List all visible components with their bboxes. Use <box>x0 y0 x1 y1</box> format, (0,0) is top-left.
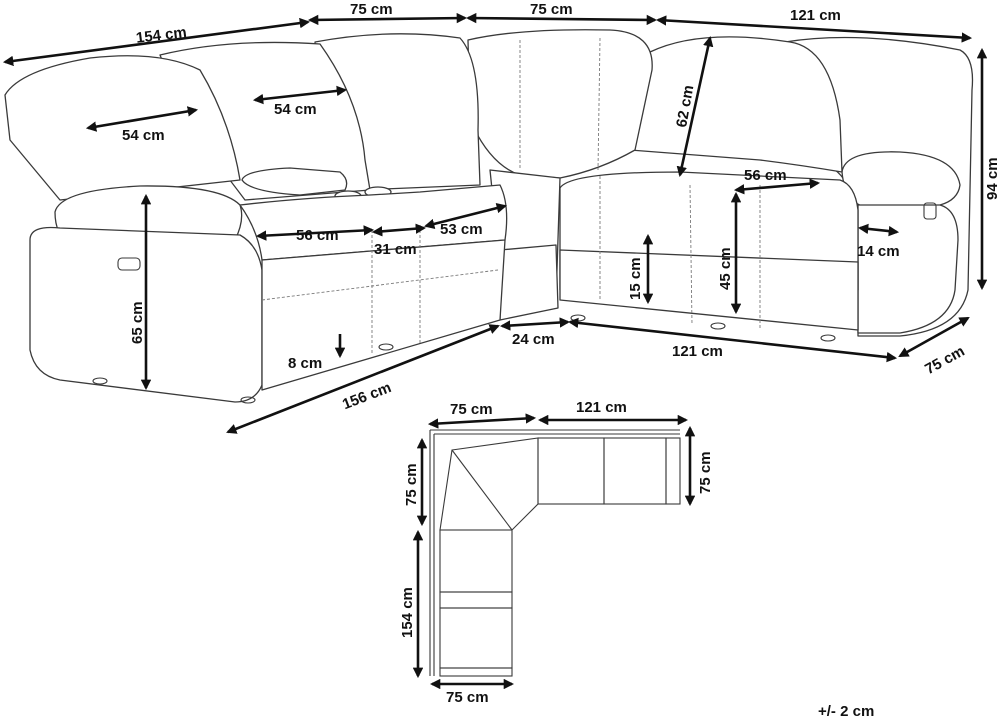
label-base-clearance: 15 cm <box>627 257 644 300</box>
label-armrest-width: 14 cm <box>857 243 900 260</box>
arrow-right-depth <box>898 316 970 358</box>
plan-right-seat-1 <box>537 437 605 505</box>
corner-front <box>499 244 559 321</box>
label-second-seat-width: 54 cm <box>274 101 317 118</box>
label-plan-right-depth: 75 cm <box>697 451 714 494</box>
label-right-depth: 75 cm <box>922 343 967 378</box>
arrow-corner-front <box>499 317 571 331</box>
label-corner-front: 24 cm <box>512 331 555 348</box>
arrow-front-left <box>226 324 500 434</box>
arrow-front-right <box>567 317 898 363</box>
floor-plan <box>429 429 681 677</box>
label-top-right: 121 cm <box>790 7 841 24</box>
foot <box>710 322 726 330</box>
plan-left-arm <box>439 667 513 677</box>
arrow-left-seat-depth <box>255 225 375 241</box>
arrow-second-seat <box>252 85 348 105</box>
arrow-top-center-left <box>307 12 468 26</box>
arrow-right-seat-depth <box>733 178 821 195</box>
foot <box>92 377 108 385</box>
console <box>241 167 348 196</box>
label-plan-corner-top: 75 cm <box>450 401 493 418</box>
dimension-arrows <box>2 12 988 434</box>
foot <box>570 314 586 322</box>
right-armrest-front <box>857 204 959 334</box>
foot <box>820 334 836 342</box>
corner-back <box>467 29 653 179</box>
right-seat-back <box>628 36 843 173</box>
arrow-backrest-height <box>676 35 714 178</box>
plan-dimension-arrows <box>412 413 696 690</box>
label-leg-height: 8 cm <box>288 355 322 372</box>
arrow-left-seat <box>85 106 199 132</box>
arrow-top-right <box>655 15 973 43</box>
left-recline-button-icon <box>117 257 141 271</box>
label-top-center-left: 75 cm <box>350 1 393 18</box>
arrow-top-left <box>2 17 311 67</box>
plan-corner-diagonal <box>451 449 513 531</box>
label-arm-height: 65 cm <box>129 301 146 344</box>
label-left-seat-width: 54 cm <box>122 127 165 144</box>
tolerance-note: +/- 2 cm <box>818 703 874 720</box>
plan-right-seat-2 <box>603 437 667 505</box>
plan-left-seat-1 <box>439 529 513 593</box>
label-plan-left-length: 154 cm <box>399 587 416 638</box>
dimension-labels: 154 cm 75 cm 75 cm 121 cm 54 cm 54 cm 62… <box>122 1 1000 413</box>
label-left-seat-depth: 56 cm <box>296 227 339 244</box>
label-console-width: 31 cm <box>374 241 417 258</box>
plan-left-seat-2 <box>439 607 513 669</box>
label-plan-right-top: 121 cm <box>576 399 627 416</box>
arrow-console-width <box>371 223 427 237</box>
arrow-top-corner <box>465 12 658 26</box>
label-top-corner: 75 cm <box>530 1 573 18</box>
right-recline-button-icon <box>923 202 937 220</box>
arrow-armrest <box>857 223 900 237</box>
label-front-right: 121 cm <box>672 343 723 360</box>
label-overall-height: 94 cm <box>984 157 1000 200</box>
label-middle-seat: 53 cm <box>440 221 483 238</box>
plan-right-arm <box>665 437 681 505</box>
plan-dimension-labels: 75 cm 121 cm 75 cm 75 cm 154 cm 75 cm <box>399 399 714 706</box>
arrow-middle-seat <box>423 203 508 229</box>
arrow-plan-corner-top <box>427 413 537 429</box>
label-plan-corner-left: 75 cm <box>403 463 420 506</box>
sofa-illustration <box>4 29 974 404</box>
plan-corner-seat <box>439 437 539 531</box>
right-seat-front <box>559 249 859 331</box>
label-plan-left-bottom: 75 cm <box>446 689 489 706</box>
label-right-seat-depth: 56 cm <box>744 167 787 184</box>
plan-console <box>439 591 513 609</box>
label-seat-height: 45 cm <box>717 247 734 290</box>
label-top-left-width: 154 cm <box>135 24 188 47</box>
